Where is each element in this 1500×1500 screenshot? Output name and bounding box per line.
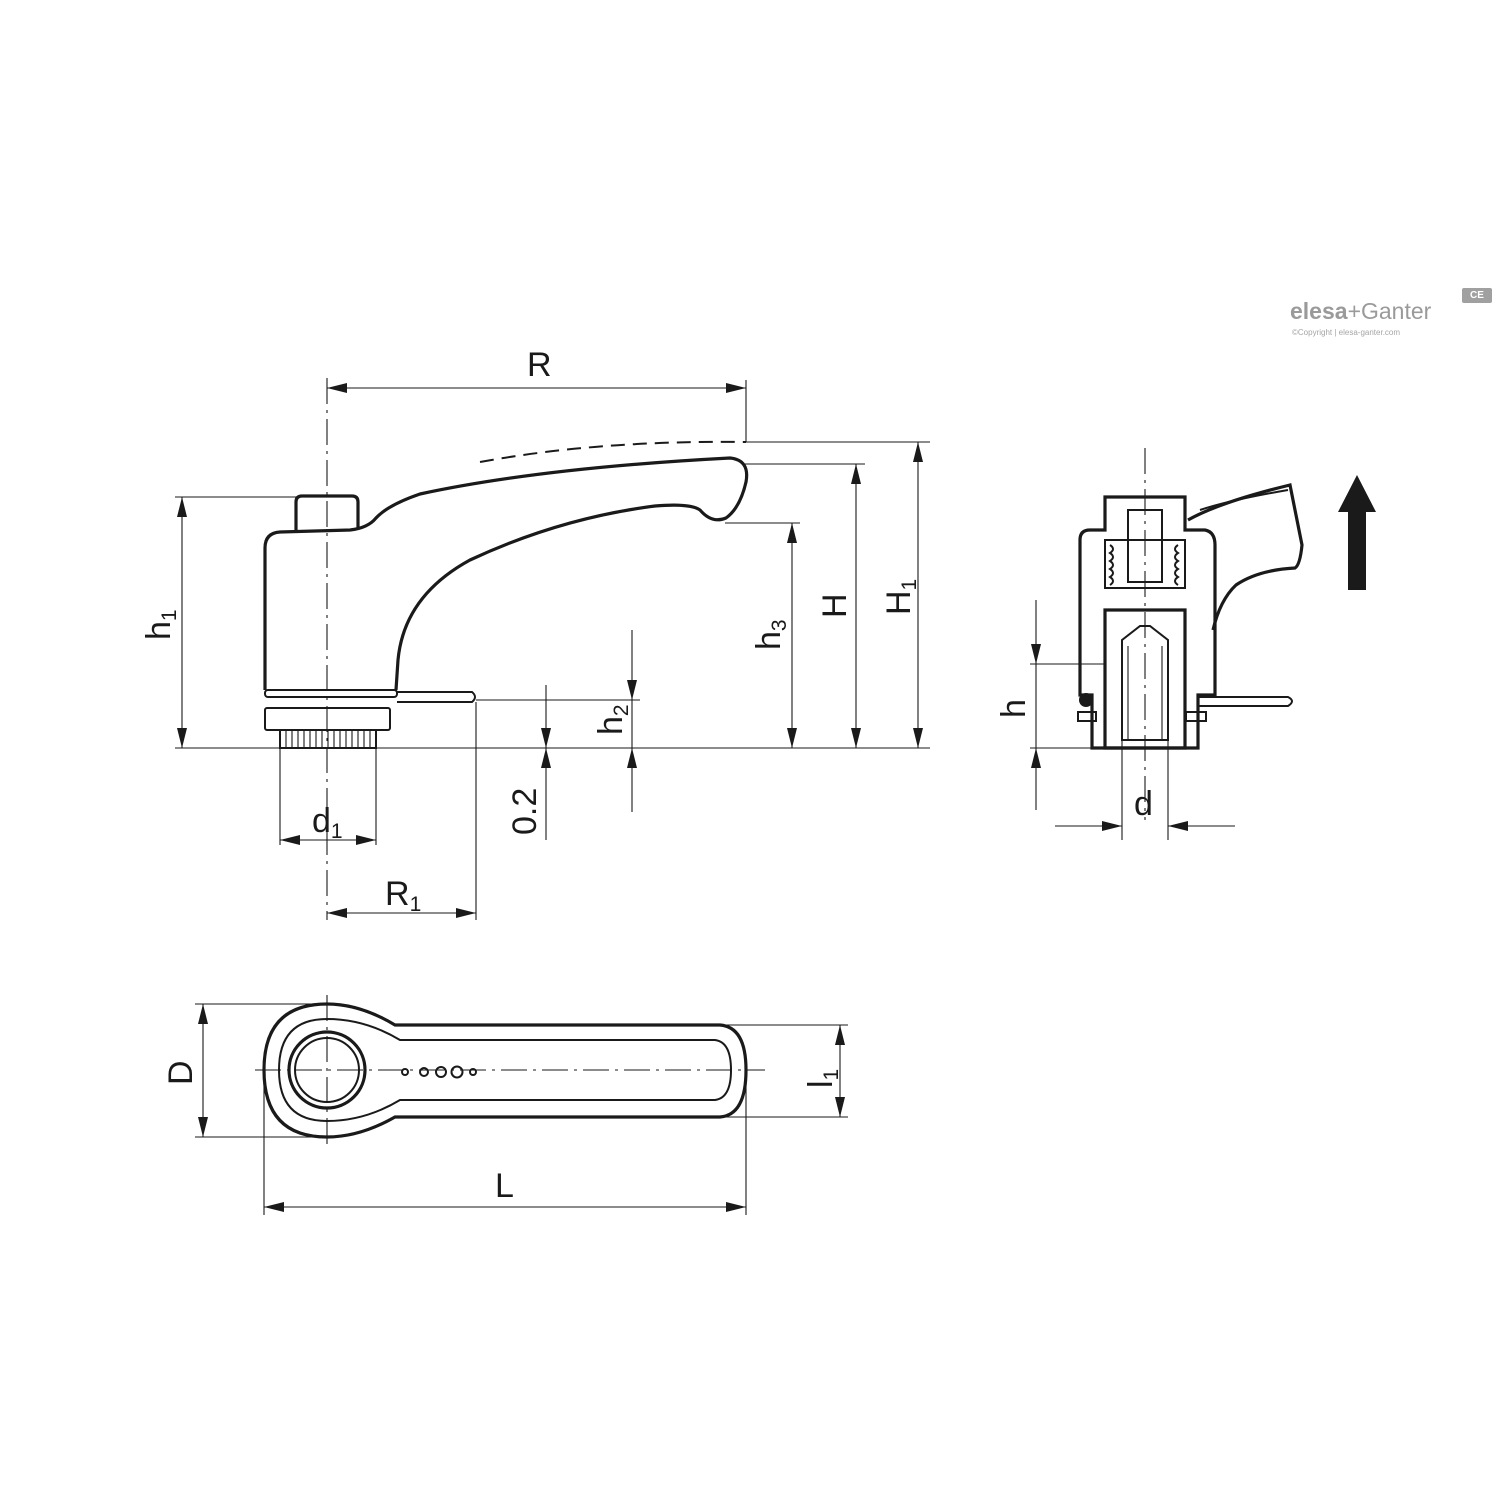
dim-label-R: R xyxy=(527,346,552,384)
brand-logo: elesa+Ganter ©Copyright | elesa-ganter.c… xyxy=(1290,288,1500,348)
base-flange xyxy=(397,691,476,703)
spring-chamber xyxy=(1104,539,1186,589)
spring-coils xyxy=(1108,544,1180,586)
brand-copyright: ©Copyright | elesa-ganter.com xyxy=(1292,328,1401,337)
dim-label-D: D xyxy=(162,1060,200,1085)
dim-label-h3: h3 xyxy=(750,619,791,650)
extension-lines xyxy=(175,380,930,920)
dim-label-h2: h2 xyxy=(592,704,633,735)
lever-body xyxy=(263,456,749,691)
section-lever-arm-inner xyxy=(1199,489,1289,511)
pin xyxy=(1198,696,1293,707)
top-dimension-lines xyxy=(195,1003,848,1215)
ce-mark-icon: CE xyxy=(1462,288,1492,303)
o-ring xyxy=(1079,693,1093,707)
top-view: D L l1 xyxy=(162,995,848,1215)
dim-label-d: d xyxy=(1134,785,1153,823)
dim-label-H1: H1 xyxy=(880,579,921,615)
dim-label-L: L xyxy=(495,1167,514,1205)
side-view: R h1 h3 H H1 h2 0.2 d1 R1 xyxy=(140,346,930,920)
dimension-lines xyxy=(177,383,923,918)
housing xyxy=(1078,495,1217,750)
threaded-insert xyxy=(1103,608,1187,750)
washer-right xyxy=(1185,711,1207,722)
dim-label-h1: h1 xyxy=(140,609,181,640)
release-button xyxy=(294,494,360,530)
alternate-arc xyxy=(479,440,747,463)
up-arrow-icon xyxy=(1338,475,1376,590)
brand-name: elesa+Ganter xyxy=(1290,298,1432,324)
base-ring-upper xyxy=(264,689,398,698)
dim-label-R1: R1 xyxy=(385,875,421,916)
plunger xyxy=(1127,509,1163,583)
dim-label-gap: 0.2 xyxy=(506,788,544,835)
ratchet-teeth-lines xyxy=(285,730,371,748)
washer-left xyxy=(1077,711,1097,722)
dim-label-H: H xyxy=(816,593,854,618)
dim-label-l1: l1 xyxy=(802,1069,843,1088)
dim-label-d1: d1 xyxy=(312,802,343,843)
section-lever-arm xyxy=(1187,483,1304,631)
indicator-dots xyxy=(401,1065,477,1079)
section-dimension-lines xyxy=(1030,600,1235,840)
dim-label-h: h xyxy=(995,699,1033,718)
threaded-bore xyxy=(1121,625,1169,741)
section-view: h d xyxy=(995,448,1376,840)
